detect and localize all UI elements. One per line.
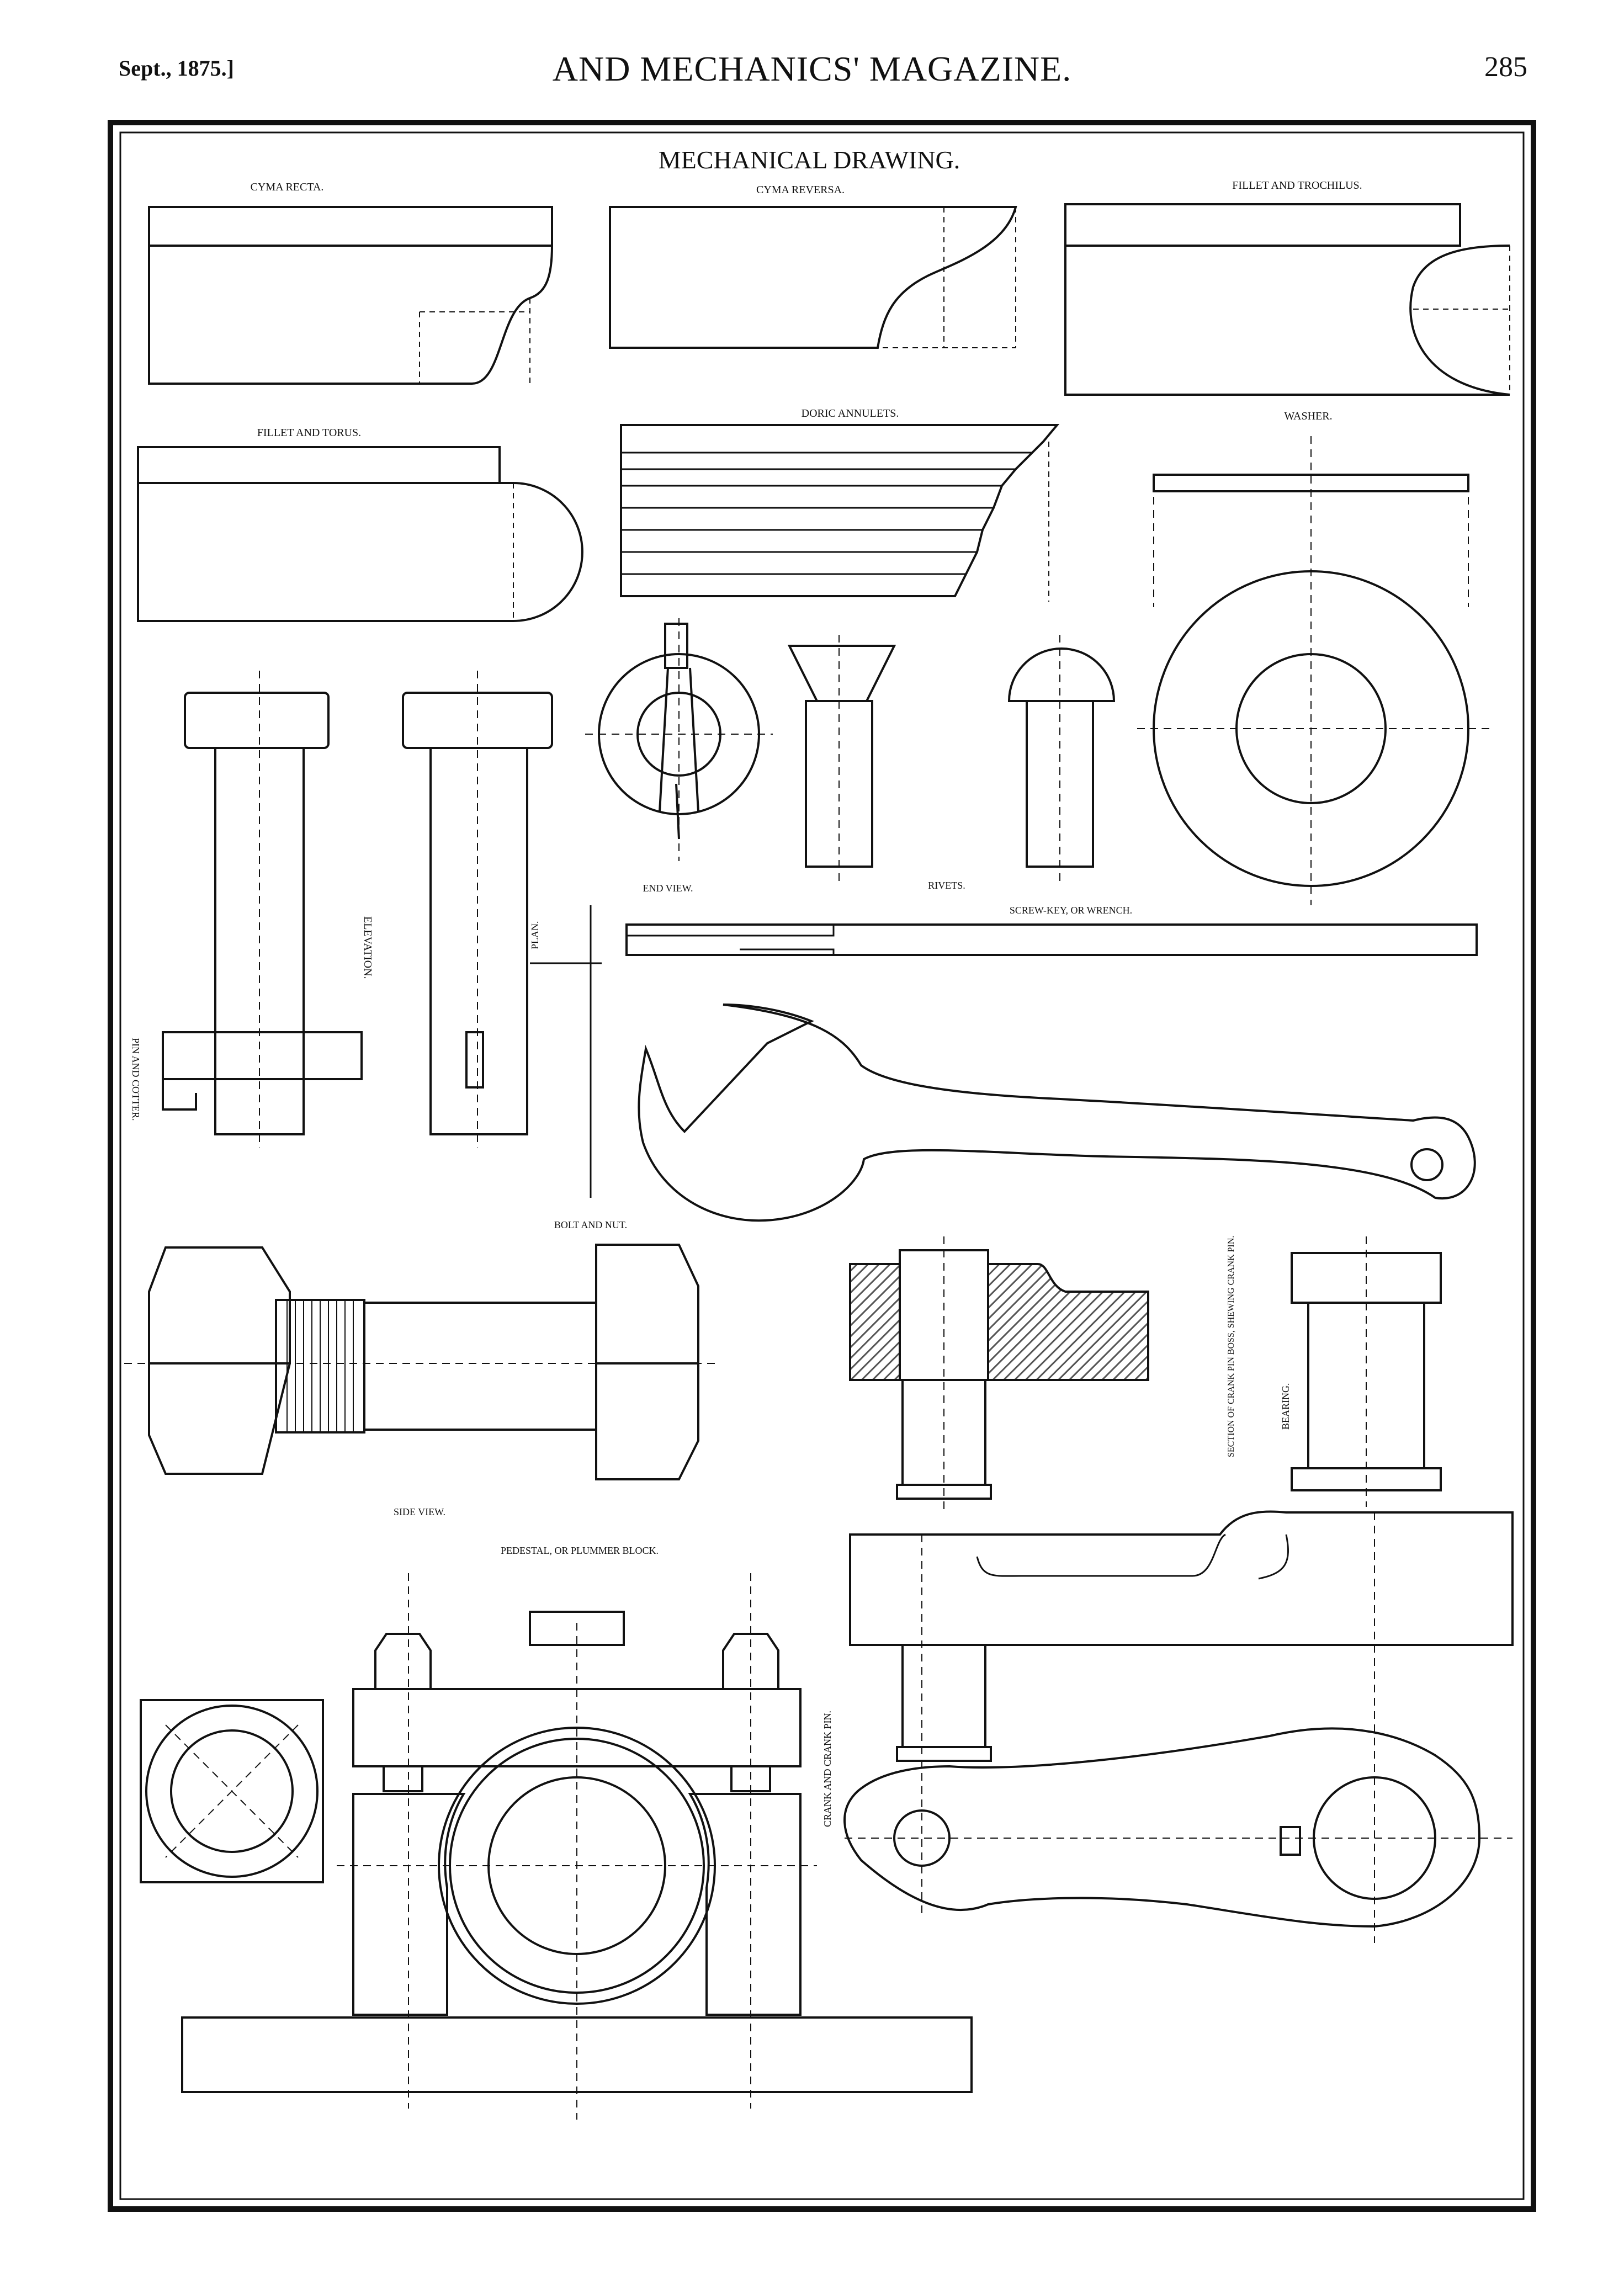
page-number: 285	[1484, 51, 1527, 83]
fillet-torus-figure: FILLET AND TORUS.	[137, 427, 583, 622]
end-view-figure: END VIEW.	[585, 618, 773, 894]
crank-pin-label: CRANK AND CRANK PIN.	[822, 1711, 833, 1827]
plummer-block-figure: PEDESTAL, OR PLUMMER BLOCK.	[140, 1545, 973, 2120]
elevation-label: ELEVATION.	[362, 916, 374, 979]
end-view-label: END VIEW.	[643, 883, 693, 894]
plate-inner-border	[119, 131, 1525, 2200]
cyma-recta-label: CYMA RECTA.	[251, 181, 324, 193]
fillet-trochilus-label: FILLET AND TROCHILUS.	[1232, 179, 1362, 192]
rivets-label: RIVETS.	[928, 880, 965, 891]
pedestal-label: PEDESTAL, OR PLUMMER BLOCK.	[501, 1545, 659, 1556]
cyma-recta-figure: CYMA RECTA.	[148, 181, 553, 385]
running-head-title: AND MECHANICS' MAGAZINE.	[552, 49, 1072, 88]
pin-cotter-label: PIN AND COTTER.	[130, 1038, 141, 1121]
bearing-figure: BEARING.	[1280, 1236, 1442, 1507]
washer-label: WASHER.	[1284, 410, 1332, 422]
fillet-trochilus-figure: FILLET AND TROCHILUS.	[1064, 179, 1510, 396]
bolt-nut-label: BOLT AND NUT.	[554, 1219, 627, 1230]
washer-figure: WASHER.	[1137, 410, 1490, 905]
fillet-torus-label: FILLET AND TORUS.	[257, 427, 361, 439]
crank-pin-boss-figure: SECTION OF CRANK PIN BOSS, SHEWING CRANK…	[849, 1236, 1236, 1512]
crank-figure: CRANK AND CRANK PIN.	[822, 1510, 1514, 1943]
cyma-reversa-label: CYMA REVERSA.	[756, 184, 845, 196]
rivets-figure: RIVETS.	[787, 635, 1116, 891]
screw-key-figure: SCREW-KEY, OR WRENCH. PLAN. BOLT AND NUT…	[529, 905, 1478, 1230]
crank-boss-label: SECTION OF CRANK PIN BOSS, SHEWING CRANK…	[1227, 1236, 1236, 1457]
bolt-side-view-figure: SIDE VIEW.	[124, 1244, 718, 1517]
pin-cotter-figure: ELEVATION. PIN AND COTTER.	[130, 671, 553, 1148]
plan-label: PLAN.	[529, 921, 540, 949]
doric-annulets-label: DORIC ANNULETS.	[802, 407, 899, 420]
plate-outer-border	[108, 120, 1536, 2212]
plate-title: MECHANICAL DRAWING.	[659, 146, 960, 174]
running-head-date: Sept., 1875.]	[119, 56, 234, 81]
doric-annulets-figure: DORIC ANNULETS.	[620, 407, 1060, 602]
side-view-label: SIDE VIEW.	[394, 1506, 445, 1517]
cyma-reversa-figure: CYMA REVERSA.	[609, 184, 1017, 349]
bearing-label: BEARING.	[1280, 1383, 1291, 1430]
screw-key-label: SCREW-KEY, OR WRENCH.	[1010, 905, 1132, 916]
